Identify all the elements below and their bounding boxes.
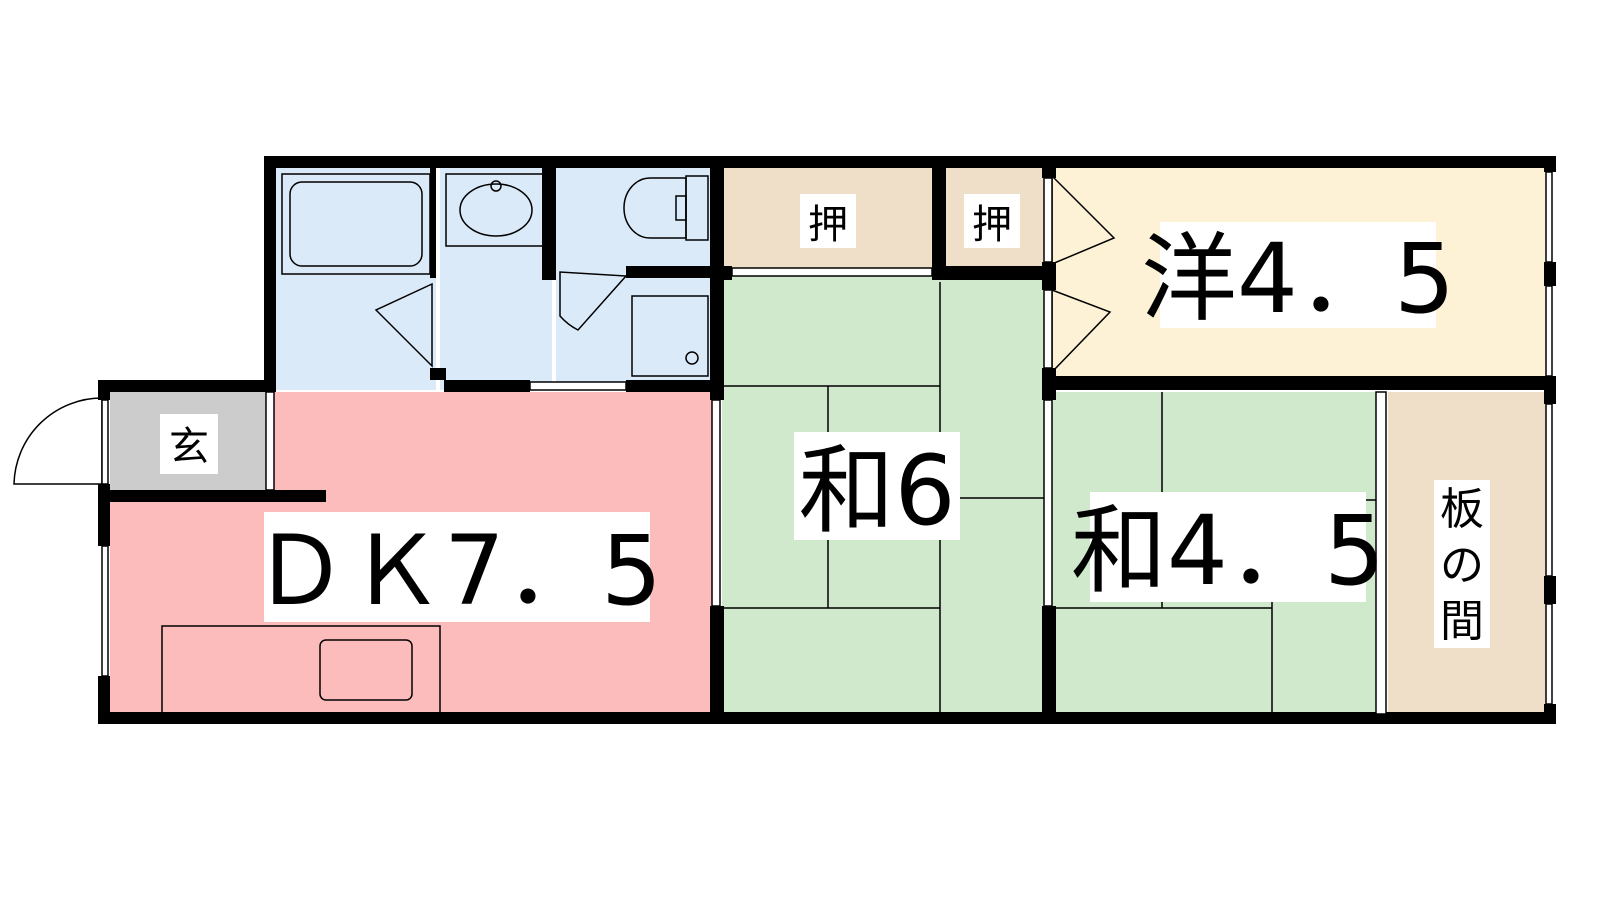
wooden-floor-label-2: の <box>1440 540 1484 591</box>
toilet-bowl-icon <box>623 177 687 239</box>
wooden-floor-label-1: 板 <box>1440 484 1484 535</box>
label-bg-wa6 <box>794 432 960 540</box>
label-bg-oshi2 <box>964 194 1020 248</box>
shower-box-icon <box>631 295 709 377</box>
bathtub-inner-icon <box>289 181 423 267</box>
toilet-fill <box>556 168 718 390</box>
walls <box>98 156 1556 724</box>
entrance-label: 玄 <box>169 424 209 470</box>
dining-kitchen-label: ＤＫ7．5 <box>252 515 662 627</box>
sink-icon <box>459 183 533 237</box>
toilet-door-icon <box>559 271 628 331</box>
kitchen-sink-icon <box>319 639 413 701</box>
japanese-room-6-label: 和6 <box>798 435 955 547</box>
japanese-room-45-label: 和4．5 <box>1071 495 1385 607</box>
label-bg-dk <box>264 512 650 622</box>
label-bg-itanoma <box>1434 480 1490 648</box>
closet-2-label: 押 <box>972 202 1012 248</box>
wooden-floor-label-3: 間 <box>1440 596 1484 647</box>
western-room-label: 洋4．5 <box>1141 223 1455 335</box>
room-labels: 玄 ＤＫ7．5 和6 和4．5 洋4．5 押 押 板 の 間 <box>160 194 1490 648</box>
entrance-door-icon <box>13 397 103 485</box>
closet-1-label: 押 <box>808 202 848 248</box>
label-bg-oshi1 <box>800 194 856 248</box>
label-bg-genkan <box>160 414 218 474</box>
bath-door-icon <box>374 282 433 368</box>
bathroom-fill <box>276 168 436 390</box>
windows <box>101 171 1553 715</box>
dining-kitchen-fill-top <box>274 392 718 498</box>
label-bg-you45 <box>1160 222 1436 328</box>
label-bg-wa45 <box>1090 492 1366 602</box>
washroom-fill <box>440 168 552 390</box>
